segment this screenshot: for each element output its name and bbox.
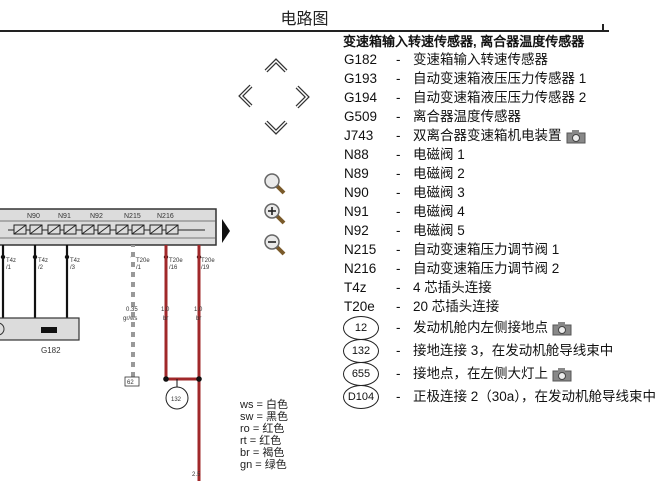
camera-icon[interactable] [566,129,586,144]
wire-color-legend: ws = 白色 sw = 黑色 ro = 红色 rt = 红色 br = 褐色 … [240,399,320,471]
circuit-diagram[interactable]: N90 N91 N92 N215 N216 T4z /1 T4z /2 T4z … [0,200,230,481]
camera-icon[interactable] [552,367,572,382]
node-label: 62 [127,380,134,386]
junction-dot [163,376,169,382]
ground-point-item[interactable]: 132-接地连接 3，在发动机舱导线束中 [343,339,613,363]
relay-label: N92 [90,213,103,220]
relay-label: N216 [157,213,174,220]
wire-color-label: br [196,316,201,322]
pin-connector-label: T4z [38,258,48,264]
page-title: 电路图 [280,11,329,28]
component-item[interactable]: N215-自动变速箱压力调节阀 1 [344,242,560,257]
component-item[interactable]: N88-电磁阀 1 [344,147,465,162]
sensor-symbol [0,322,5,336]
component-list: 变速箱输入转速传感器, 离合器温度传感器 G182-变速箱输入转速传感器 G19… [343,33,656,409]
component-item[interactable]: N92-电磁阀 5 [344,223,465,238]
zoom-in-icon[interactable] [262,202,288,226]
pin-dot [32,254,38,260]
pin-number-label: /1 [136,265,142,271]
pin-connector-label: T20e [169,258,183,264]
zoom-fit-icon[interactable] [262,172,288,196]
component-item[interactable]: G182-变速箱输入转速传感器 [344,52,548,67]
pin-number-label: /16 [169,265,178,271]
legend-row: gn = 绿色 [240,459,287,471]
ground-point-item[interactable]: 12-发动机舱内左侧接地点 [343,316,609,340]
legend-row: ro = 红色 [240,423,285,435]
pin-dot [64,254,70,260]
title-divider-tick [602,24,604,32]
wire-color-label: gr/ws [123,316,137,322]
arrow-right-icon[interactable] [294,84,312,110]
legend-row: rt = 红色 [240,435,282,447]
component-item[interactable]: G194-自动变速箱液压压力传感器 2 [344,90,587,105]
junction-dot [196,376,202,382]
arrow-left-icon[interactable] [236,83,254,109]
wire-size-label: 1.0 [194,307,203,313]
ground-point-badge: 132 [343,339,379,363]
component-item[interactable]: G193-自动变速箱液压压力传感器 1 [344,71,587,86]
ground-point-item[interactable]: 655-接地点，在左侧大灯上 [343,362,609,386]
sensor-element [41,327,57,333]
ground-node[interactable] [165,386,189,410]
pin-connector-label: T4z [6,258,16,264]
component-item[interactable]: T4z-4 芯插头连接 [344,280,492,295]
arrow-up-icon[interactable] [263,56,289,74]
legend-row: br = 褐色 [240,447,285,459]
camera-icon[interactable] [552,321,572,336]
component-item[interactable]: J743-双离合器变速箱机电装置 [343,126,609,145]
pin-connector-label: T20e [201,258,215,264]
arrow-down-icon[interactable] [263,119,289,137]
ground-point-badge: 12 [343,316,379,340]
bottom-wire-size: 2.5 [192,472,201,478]
relay-label: N90 [27,213,40,220]
wire-size-label: 1.0 [161,307,170,313]
brown-wires [164,245,201,481]
component-item[interactable]: N91-电磁阀 4 [344,204,465,219]
pin-dot [0,254,6,260]
component-item[interactable]: N89-电磁阀 2 [344,166,465,181]
legend-row: sw = 黑色 [240,411,288,423]
component-item[interactable]: N90-电磁阀 3 [344,185,465,200]
sensor-box[interactable] [0,317,80,341]
component-item[interactable]: N216-自动变速箱压力调节阀 2 [344,261,560,276]
component-list-title: 变速箱输入转速传感器, 离合器温度传感器 [343,34,585,49]
relay-label: N215 [124,213,141,220]
zoom-out-icon[interactable] [262,233,288,257]
component-item[interactable]: T20e-20 芯插头连接 [344,299,500,314]
title-divider [0,30,609,32]
wire-color-label: br [163,316,168,322]
ground-node-label: 132 [171,397,182,403]
sensor-label: G182 [41,346,61,355]
ground-point-item[interactable]: D104-正极连接 2（30a），在发动机舱导线束中 [343,385,656,409]
node-box [124,376,140,387]
legend-row: ws = 白色 [240,399,288,411]
ground-point-badge: 655 [343,362,379,386]
solenoid-symbols [8,224,205,235]
pin-number-label: /19 [201,265,210,271]
continue-right-arrow[interactable] [222,219,230,243]
relay-label: N91 [58,213,71,220]
wire-size-label: 0.35 [126,307,138,313]
pin-number-label: /1 [6,265,12,271]
pin-connector-label: T20e [136,258,150,264]
component-item[interactable]: G509-离合器温度传感器 [344,109,521,124]
pin-number-label: /2 [38,265,44,271]
ground-point-badge: D104 [343,385,379,409]
pin-connector-label: T4z [70,258,80,264]
pin-number-label: /3 [70,265,76,271]
